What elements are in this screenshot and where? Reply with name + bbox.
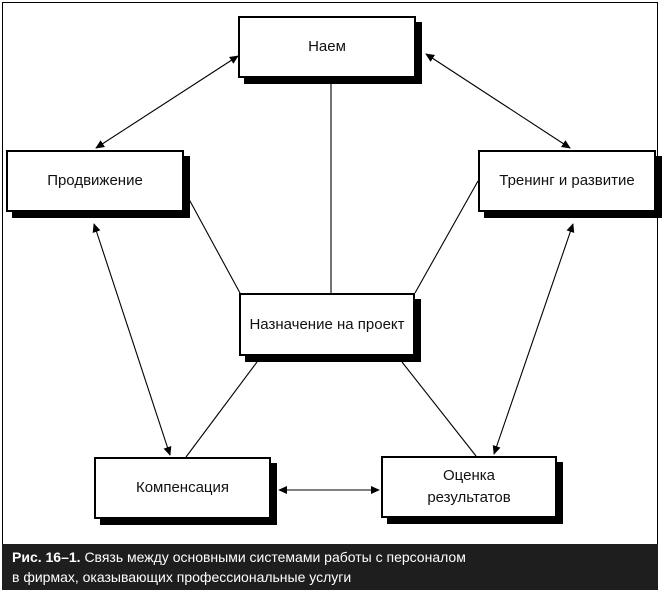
connector-assignment-evaluation bbox=[401, 361, 477, 457]
caption-label: Рис. 16–1. bbox=[12, 549, 81, 565]
node-evaluation: Оценка результатов bbox=[381, 456, 557, 518]
node-hire: Наем bbox=[238, 16, 416, 78]
connector-promotion-assignment bbox=[183, 189, 241, 294]
node-compensation: Компенсация bbox=[94, 457, 271, 519]
node-promotion-label: Продвижение bbox=[47, 172, 143, 189]
node-training-label: Тренинг и развитие bbox=[499, 172, 635, 189]
caption-text-2: в фирмах, оказывающих профессиональные у… bbox=[12, 569, 352, 585]
node-assignment: Назначение на проект bbox=[239, 293, 415, 356]
caption-line-1: Рис. 16–1. Связь между основными система… bbox=[12, 547, 648, 567]
node-compensation-label: Компенсация bbox=[135, 479, 230, 496]
node-hire-label: Наем bbox=[308, 38, 346, 55]
connector-assignment-compensation bbox=[185, 361, 258, 458]
node-evaluation-label: Оценка результатов bbox=[427, 465, 510, 509]
node-training: Тренинг и развитие bbox=[478, 150, 656, 212]
node-assignment-label: Назначение на проект bbox=[249, 315, 405, 333]
arrow-training-evaluation bbox=[492, 223, 575, 455]
caption-text-1: Связь между основными системами работы с… bbox=[84, 549, 466, 565]
figure-caption: Рис. 16–1. Связь между основными система… bbox=[2, 544, 658, 590]
arrow-hire-promotion bbox=[95, 55, 239, 149]
arrow-hire-training bbox=[425, 53, 571, 149]
arrow-promotion-compensation bbox=[92, 223, 172, 456]
node-evaluation-label-line2: результатов bbox=[427, 489, 511, 506]
node-promotion: Продвижение bbox=[6, 150, 184, 212]
connector-training-assignment bbox=[414, 180, 479, 294]
node-evaluation-label-line1: Оценка bbox=[443, 467, 495, 484]
